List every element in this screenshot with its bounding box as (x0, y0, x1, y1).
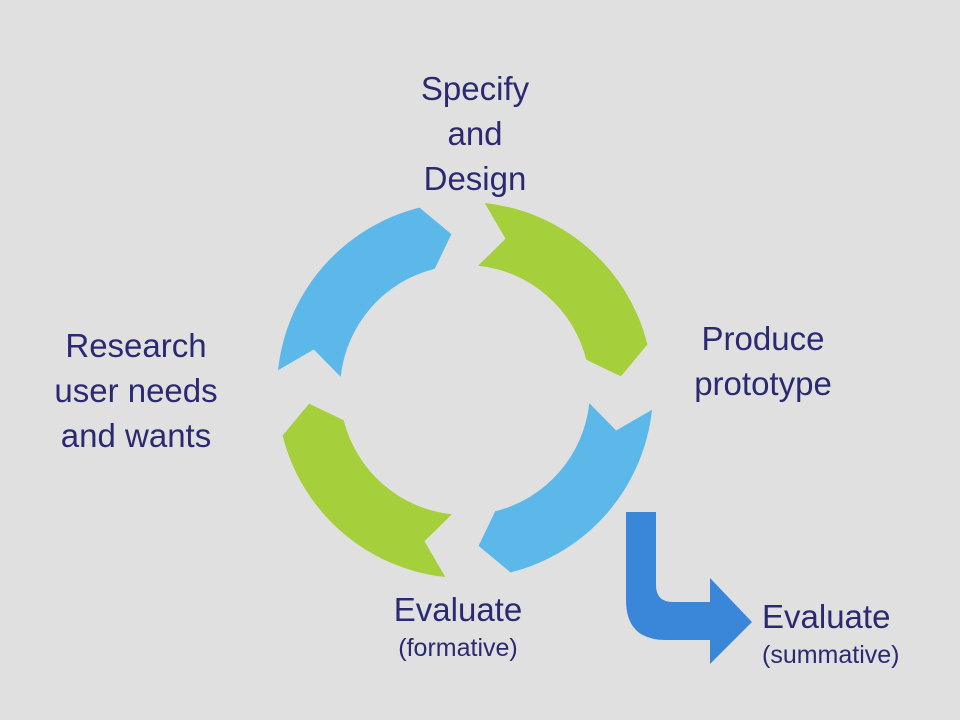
arrow-specify-to-produce (478, 203, 648, 377)
specify-line-1: Specify (420, 70, 530, 107)
arrow-produce-to-evaluate (478, 403, 652, 573)
research-line-3: and wants (60, 417, 212, 454)
specify-line-3: Design (423, 160, 527, 197)
research-line-2: user needs (54, 372, 218, 409)
arrow-evaluate-to-research (282, 403, 452, 577)
summative-subtitle: (summative) (762, 641, 900, 669)
stage-label-evaluate-summative: Evaluate (summative) (762, 596, 960, 672)
stage-label-produce-prototype: Produce prototype (663, 316, 863, 406)
produce-line-2: prototype (694, 365, 832, 402)
stage-label-evaluate-formative: Evaluate (formative) (358, 589, 558, 665)
arrow-research-to-specify (278, 207, 452, 377)
specify-line-2: and (447, 115, 503, 152)
stage-label-specify-design: Specify and Design (375, 66, 575, 201)
research-line-1: Research (65, 327, 207, 364)
produce-line-1: Produce (701, 320, 825, 357)
summative-title: Evaluate (762, 598, 891, 635)
exit-arrow-to-summative (626, 512, 752, 664)
formative-subtitle: (formative) (398, 634, 518, 662)
formative-title: Evaluate (393, 591, 523, 628)
stage-label-research: Research user needs and wants (36, 323, 236, 458)
